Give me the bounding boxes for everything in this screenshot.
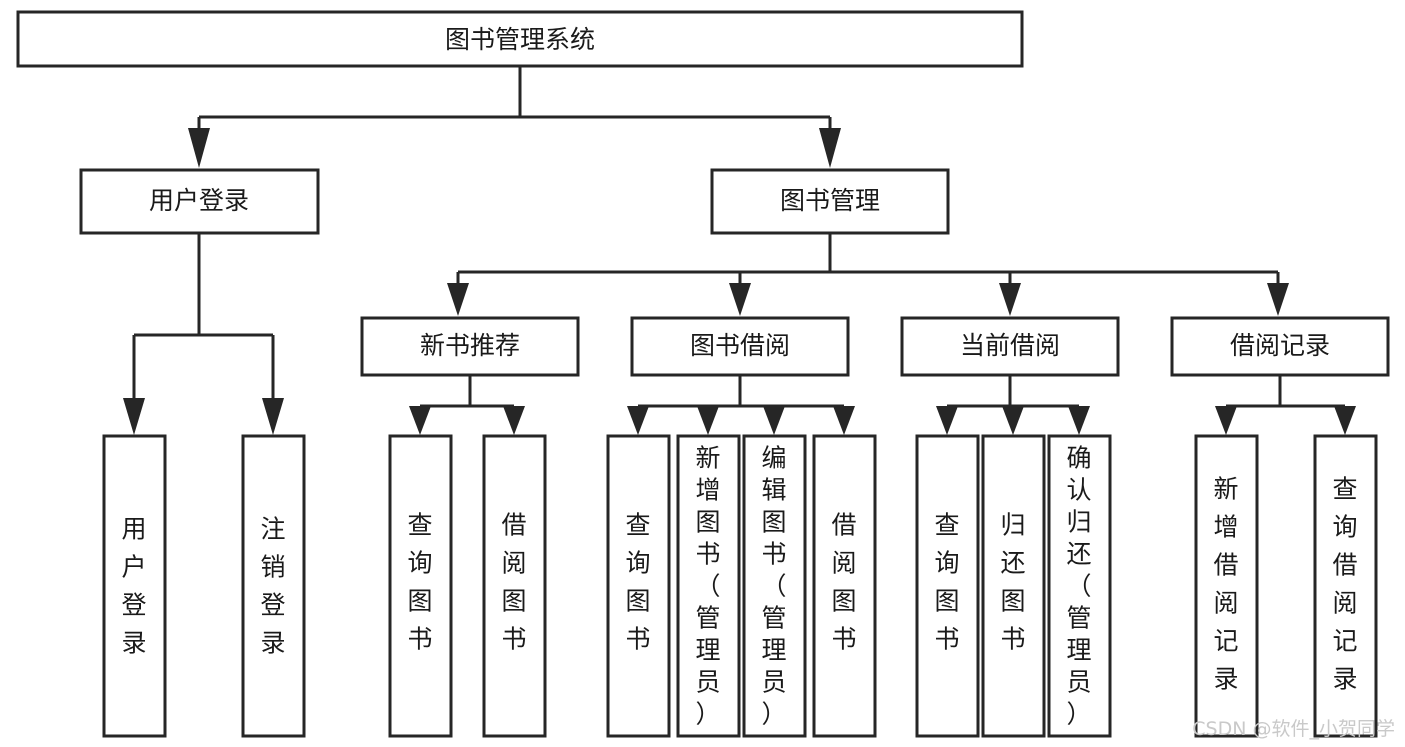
node-leaf-logout[interactable]: 注销登录 xyxy=(241,434,306,738)
connector-group-root xyxy=(188,66,841,168)
node-current-borrow-box[interactable] xyxy=(900,316,1120,377)
node-root-box[interactable] xyxy=(16,10,1024,68)
node-leaf-query-book-3[interactable]: 查询图书 xyxy=(915,434,980,738)
node-leaf-borrow-book-1-label: 借阅图书 xyxy=(501,511,526,654)
arrow-head-leaf-borrow-book-1 xyxy=(503,406,525,435)
arrow-head-leaf-logout xyxy=(262,398,284,435)
arrow-head-book-manage xyxy=(819,128,841,168)
node-leaf-borrow-book-2-label: 借阅图书 xyxy=(831,511,856,654)
arrow-head-leaf-add-book xyxy=(697,406,719,435)
node-leaf-edit-book[interactable]: 编辑图书（管理员） xyxy=(742,434,807,738)
arrow-head-leaf-query-book-1 xyxy=(409,406,431,435)
node-leaf-query-record[interactable]: 查询借阅记录 xyxy=(1313,434,1378,738)
connector-group-borrow-record xyxy=(1215,375,1356,435)
node-leaf-user-login[interactable]: 用户登录 xyxy=(102,434,167,738)
node-new-book-rec[interactable]: 新书推荐 xyxy=(360,316,580,377)
node-leaf-query-book-3-label: 查询图书 xyxy=(934,511,959,654)
node-borrow-record-label: 借阅记录 xyxy=(1230,331,1330,360)
connector-group-current-borrow xyxy=(936,375,1090,435)
node-leaf-return-book[interactable]: 归还图书 xyxy=(981,434,1046,738)
node-root[interactable]: 图书管理系统 xyxy=(16,10,1024,68)
node-leaf-add-book[interactable]: 新增图书（管理员） xyxy=(676,434,741,738)
node-leaf-add-book-label: 新增图书（管理员） xyxy=(695,444,720,729)
node-leaf-add-book-box[interactable] xyxy=(676,434,741,738)
node-leaf-add-record[interactable]: 新增借阅记录 xyxy=(1194,434,1259,738)
node-current-borrow[interactable]: 当前借阅 xyxy=(900,316,1120,377)
node-book-manage-box[interactable] xyxy=(710,168,950,235)
node-leaf-borrow-book-2[interactable]: 借阅图书 xyxy=(812,434,877,738)
arrow-head-book-borrow xyxy=(729,283,751,316)
node-leaf-confirm-return-label: 确认归还（管理员） xyxy=(1066,444,1091,729)
node-leaf-query-book-1[interactable]: 查询图书 xyxy=(388,434,453,738)
node-leaf-return-book-label: 归还图书 xyxy=(1000,511,1025,654)
node-current-borrow-label: 当前借阅 xyxy=(960,331,1060,360)
node-leaf-add-record-label: 新增借阅记录 xyxy=(1213,475,1238,694)
arrow-head-leaf-return-book xyxy=(1002,406,1024,435)
node-leaf-borrow-book-2-box[interactable] xyxy=(812,434,877,738)
node-root-label: 图书管理系统 xyxy=(445,25,595,54)
csdn-watermark: CSDN @软件_小贺同学 xyxy=(1192,718,1395,740)
node-leaf-logout-box[interactable] xyxy=(241,434,306,738)
node-user-login[interactable]: 用户登录 xyxy=(79,168,320,235)
node-leaf-confirm-return-box[interactable] xyxy=(1047,434,1112,738)
node-book-manage-label: 图书管理 xyxy=(780,186,880,215)
node-leaf-query-record-box[interactable] xyxy=(1313,434,1378,738)
arrow-head-user-login xyxy=(188,128,210,168)
node-leaf-query-book-2-label: 查询图书 xyxy=(625,511,650,654)
node-borrow-record-box[interactable] xyxy=(1170,316,1390,377)
node-leaf-query-book-1-box[interactable] xyxy=(388,434,453,738)
arrow-head-current-borrow xyxy=(999,283,1021,316)
node-leaf-add-record-box[interactable] xyxy=(1194,434,1259,738)
node-user-login-box[interactable] xyxy=(79,168,320,235)
connector-group-book-manage xyxy=(447,233,1289,316)
node-leaf-user-login-box[interactable] xyxy=(102,434,167,738)
arrow-head-leaf-query-book-3 xyxy=(936,406,958,435)
node-user-login-label: 用户登录 xyxy=(149,186,249,215)
connector-group-book-borrow xyxy=(627,375,855,435)
node-borrow-record[interactable]: 借阅记录 xyxy=(1170,316,1390,377)
connector-group-new-book-rec xyxy=(409,375,525,435)
node-leaf-query-book-1-label: 查询图书 xyxy=(407,511,432,654)
node-leaf-query-book-2-box[interactable] xyxy=(606,434,671,738)
node-leaf-logout-label: 注销登录 xyxy=(260,515,285,658)
arrow-head-leaf-query-record xyxy=(1334,406,1356,435)
node-book-borrow-box[interactable] xyxy=(630,316,850,377)
node-leaf-user-login-label: 用户登录 xyxy=(121,515,146,658)
node-leaf-confirm-return[interactable]: 确认归还（管理员） xyxy=(1047,434,1112,738)
arrow-head-leaf-query-book-2 xyxy=(627,406,649,435)
node-new-book-rec-box[interactable] xyxy=(360,316,580,377)
arrow-head-borrow-record xyxy=(1267,283,1289,316)
node-leaf-edit-book-label: 编辑图书（管理员） xyxy=(761,444,786,729)
arrow-head-leaf-add-record xyxy=(1215,406,1237,435)
node-leaf-return-book-box[interactable] xyxy=(981,434,1046,738)
node-leaf-query-record-label: 查询借阅记录 xyxy=(1332,475,1357,694)
connector-group-user-login xyxy=(123,233,284,435)
node-leaf-borrow-book-1[interactable]: 借阅图书 xyxy=(482,434,547,738)
node-book-manage[interactable]: 图书管理 xyxy=(710,168,950,235)
arrow-head-leaf-user-login xyxy=(123,398,145,435)
arrow-head-new-book-rec xyxy=(447,283,469,316)
node-book-borrow-label: 图书借阅 xyxy=(690,331,790,360)
node-leaf-edit-book-box[interactable] xyxy=(742,434,807,738)
node-leaf-borrow-book-1-box[interactable] xyxy=(482,434,547,738)
arrow-head-leaf-borrow-book-2 xyxy=(833,406,855,435)
node-leaf-query-book-3-box[interactable] xyxy=(915,434,980,738)
arrow-head-leaf-confirm-return xyxy=(1068,406,1090,435)
node-book-borrow[interactable]: 图书借阅 xyxy=(630,316,850,377)
node-new-book-rec-label: 新书推荐 xyxy=(420,331,520,360)
arrow-head-leaf-edit-book xyxy=(763,406,785,435)
node-leaf-query-book-2[interactable]: 查询图书 xyxy=(606,434,671,738)
